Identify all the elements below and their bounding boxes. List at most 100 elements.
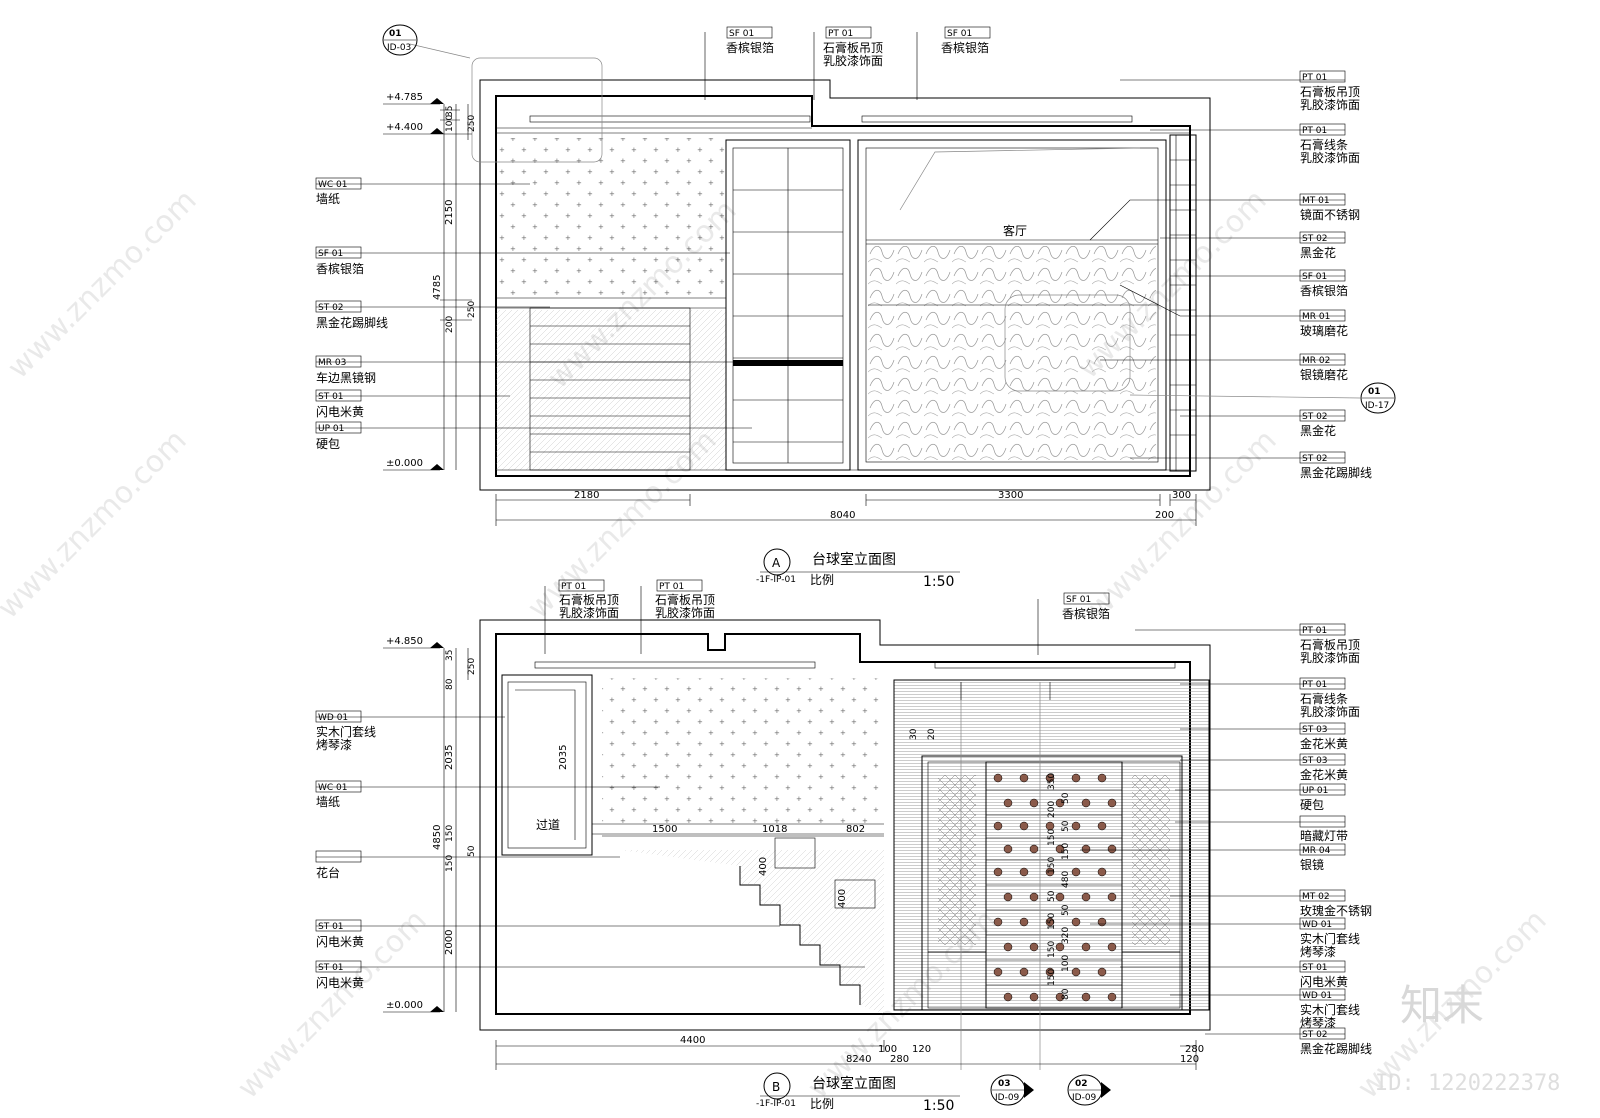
wine-bottle: [1029, 892, 1039, 902]
wine-rack-dim: 320: [1061, 927, 1071, 944]
glass-cabinet: [725, 139, 851, 471]
watermark-text-4: www.znzmo.com: [0, 423, 194, 626]
right-tags-a: PT 01 石膏板吊顶 乳胶漆饰面 PT 01 石膏线条 乳胶漆饰面 MT 01…: [1089, 70, 1372, 480]
svg-text:香槟银箔: 香槟银箔: [316, 261, 364, 276]
svg-text:黑金花踢脚线: 黑金花踢脚线: [1300, 1041, 1372, 1056]
svg-text:ST 03: ST 03: [1302, 756, 1328, 766]
wine-bottle: [1055, 942, 1065, 952]
svg-text:ID-03: ID-03: [387, 43, 411, 53]
wine-rack-dim: 80: [1061, 988, 1071, 1000]
svg-text:250: 250: [467, 115, 477, 132]
svg-text:ST 01: ST 01: [318, 922, 344, 932]
svg-text:50: 50: [467, 845, 477, 857]
vertical-dims-b: 35 250 80 2035 4850 150 150 50 2000 2035…: [432, 648, 937, 1012]
wine-bottle: [1003, 992, 1013, 1002]
svg-text:WC 01: WC 01: [318, 180, 348, 190]
svg-text:银镜磨花: 银镜磨花: [1300, 367, 1348, 382]
svg-text:A: A: [772, 556, 781, 570]
svg-text:石膏板吊顶: 石膏板吊顶: [823, 40, 883, 55]
wine-bottle: [1045, 967, 1055, 977]
svg-text:400: 400: [758, 857, 769, 876]
mirror-panel: [857, 139, 1167, 471]
svg-text:ST 02: ST 02: [318, 303, 344, 313]
svg-text:MT 01: MT 01: [1302, 196, 1330, 206]
svg-text:比例: 比例: [810, 573, 834, 587]
wine-bottle: [1045, 821, 1055, 831]
svg-text:UP 01: UP 01: [1302, 786, 1328, 796]
svg-text:乳胶漆饰面: 乳胶漆饰面: [823, 53, 883, 68]
wine-bottle: [1003, 798, 1013, 808]
svg-text:台球室立面图: 台球室立面图: [812, 551, 896, 568]
svg-text:玫瑰金不锈钢: 玫瑰金不锈钢: [1300, 903, 1372, 918]
svg-text:MR 02: MR 02: [1302, 356, 1330, 366]
svg-text:8240: 8240: [846, 1054, 871, 1065]
svg-text:MT 02: MT 02: [1302, 892, 1330, 902]
elevation-b: 过道: [315, 579, 1372, 1114]
svg-text:4400: 4400: [680, 1035, 705, 1046]
inner-dims-b: 1500 1018 802: [602, 824, 884, 837]
svg-text:UP 01: UP 01: [318, 424, 344, 434]
svg-text:ST 01: ST 01: [318, 963, 344, 973]
svg-text:黑金花: 黑金花: [1300, 245, 1336, 260]
feature-wall: [893, 679, 1210, 1011]
wine-rack-dim: 50: [1061, 792, 1071, 804]
svg-text:01: 01: [389, 29, 402, 39]
wine-bottle: [1097, 867, 1107, 877]
svg-text:SF 01: SF 01: [1066, 595, 1091, 605]
svg-text:3300: 3300: [998, 490, 1023, 501]
svg-text:香槟银箔: 香槟银箔: [726, 40, 774, 55]
wine-rack-dim: 200: [1047, 801, 1057, 818]
staircase: [620, 837, 884, 1014]
svg-text:280: 280: [1185, 1044, 1204, 1055]
svg-text:乳胶漆饰面: 乳胶漆饰面: [1300, 150, 1360, 165]
wine-bottle: [1097, 967, 1107, 977]
svg-text:花台: 花台: [316, 865, 340, 880]
svg-text:2150: 2150: [444, 200, 455, 225]
svg-text:400: 400: [837, 889, 848, 908]
wine-bottle: [993, 867, 1003, 877]
svg-text:120: 120: [1180, 1054, 1199, 1065]
wine-bottle: [1071, 821, 1081, 831]
svg-text:MR 01: MR 01: [1302, 312, 1330, 322]
svg-text:闪电米黄: 闪电米黄: [316, 976, 364, 990]
wine-bottle: [1019, 967, 1029, 977]
svg-text:1018: 1018: [762, 824, 787, 835]
left-tags-a: WC 01 墙纸 SF 01 香槟银箔 ST 02 黑金花踢脚线 MR 03 车…: [315, 177, 752, 451]
svg-text:1:50: 1:50: [923, 1098, 954, 1114]
svg-text:PT 01: PT 01: [1302, 680, 1327, 690]
level-markers-b: +4.850 ±0.000: [383, 636, 444, 1013]
svg-text:硬包: 硬包: [316, 437, 340, 451]
wine-bottle: [1081, 798, 1091, 808]
wine-bottle: [1081, 844, 1091, 854]
svg-text:玻璃磨花: 玻璃磨花: [1300, 323, 1348, 338]
watermark-text-1: www.znzmo.com: [1, 183, 204, 386]
svg-text:8040: 8040: [830, 510, 855, 521]
level-markers-a: +4.785 +4.400 ±0.000: [383, 92, 444, 471]
wine-rack-dim: 100: [1061, 955, 1071, 972]
svg-text:PT 01: PT 01: [1302, 126, 1327, 136]
svg-text:实木门套线: 实木门套线: [1300, 1002, 1360, 1017]
svg-text:±0.000: ±0.000: [386, 1000, 423, 1011]
wine-bottle: [1019, 773, 1029, 783]
svg-text:金花米黄: 金花米黄: [1300, 736, 1348, 751]
svg-text:ST 02: ST 02: [1302, 454, 1328, 464]
wine-rack-dim: 50: [1061, 904, 1071, 916]
svg-text:ID-17: ID-17: [1365, 401, 1389, 411]
wine-rack-dim: 150: [1047, 913, 1057, 930]
svg-text:乳胶漆饰面: 乳胶漆饰面: [1300, 650, 1360, 665]
left-tags-b: WD 01 实木门套线 烤琴漆 WC 01 墙纸 花台 ST 01 闪电米黄 S…: [315, 710, 865, 990]
svg-text:02: 02: [1075, 1079, 1088, 1089]
wine-bottle: [1107, 992, 1117, 1002]
svg-text:±0.000: ±0.000: [386, 458, 423, 469]
svg-text:PT 01: PT 01: [828, 29, 853, 39]
wine-bottle: [1029, 942, 1039, 952]
doorway: 过道: [501, 674, 593, 856]
svg-text:石膏板吊顶: 石膏板吊顶: [655, 592, 715, 607]
ref-callout-right-a: 01 ID-17: [1360, 382, 1396, 414]
svg-text:1500: 1500: [652, 824, 677, 835]
svg-text:120: 120: [912, 1044, 931, 1055]
svg-text:SF 01: SF 01: [318, 249, 343, 259]
svg-text:石膏线条: 石膏线条: [1300, 691, 1348, 706]
svg-text:+4.785: +4.785: [386, 92, 423, 103]
svg-text:2035: 2035: [558, 745, 569, 770]
